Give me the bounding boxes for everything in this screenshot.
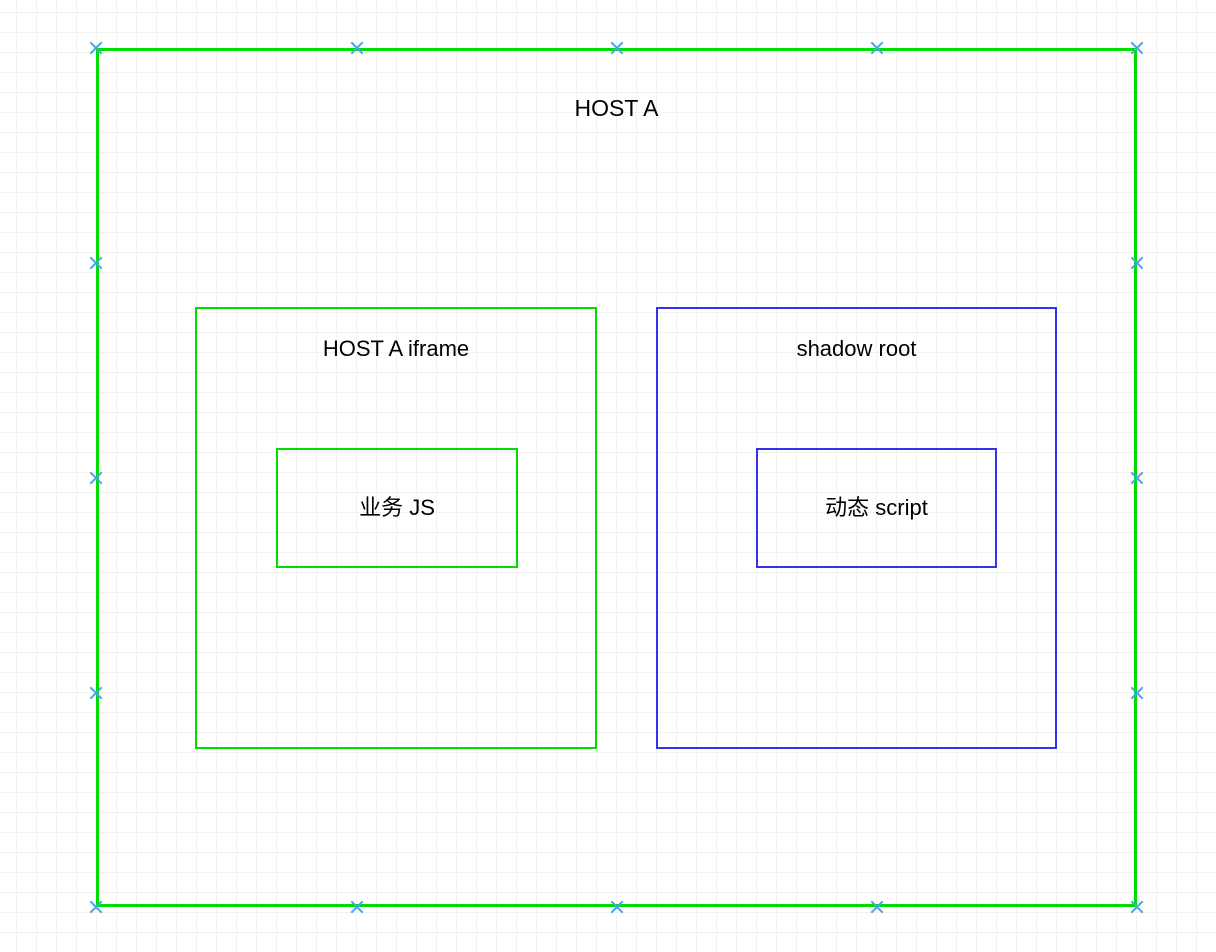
handle-right-quarter[interactable] [1129, 255, 1145, 271]
handle-left-three-quarter[interactable] [88, 685, 104, 701]
handle-bottom-quarter[interactable] [349, 899, 365, 915]
node-business-js[interactable]: 业务 JS [276, 448, 518, 568]
handle-top-left[interactable] [88, 40, 104, 56]
node-dynamic-script-label: 动态 script [825, 495, 928, 520]
node-shadow-root[interactable]: shadow root [656, 307, 1057, 749]
handle-top-right[interactable] [1129, 40, 1145, 56]
node-host-a-label: HOST A [574, 95, 659, 121]
handle-right-center[interactable] [1129, 470, 1145, 486]
handle-bottom-right[interactable] [1129, 899, 1145, 915]
node-business-js-label: 业务 JS [359, 495, 435, 520]
handle-left-quarter[interactable] [88, 255, 104, 271]
handle-bottom-center[interactable] [609, 899, 625, 915]
handle-bottom-three-quarter[interactable] [869, 899, 885, 915]
handle-left-center[interactable] [88, 470, 104, 486]
handle-top-center[interactable] [609, 40, 625, 56]
node-host-a-iframe[interactable]: HOST A iframe [195, 307, 597, 749]
handle-top-three-quarter[interactable] [869, 40, 885, 56]
node-shadow-root-label: shadow root [796, 336, 917, 361]
handle-top-quarter[interactable] [349, 40, 365, 56]
handle-bottom-left[interactable] [88, 899, 104, 915]
handle-right-three-quarter[interactable] [1129, 685, 1145, 701]
node-host-a-iframe-label: HOST A iframe [322, 336, 470, 361]
node-dynamic-script[interactable]: 动态 script [756, 448, 997, 568]
